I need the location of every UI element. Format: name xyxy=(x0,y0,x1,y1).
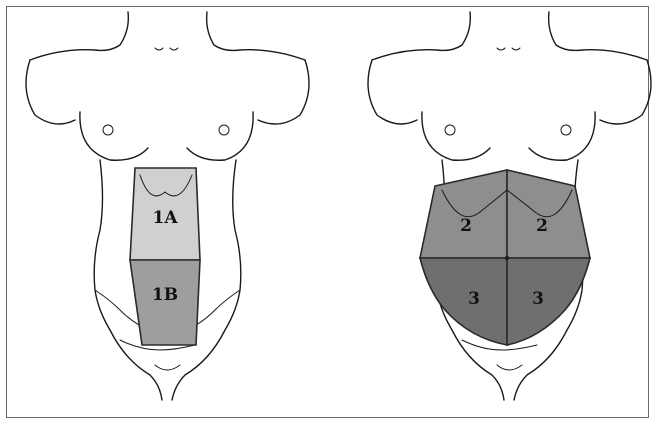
zone-2-left xyxy=(420,170,507,258)
zone-3-right-label: 3 xyxy=(532,289,544,309)
zone-3-right xyxy=(507,258,590,345)
zone-1b-label: 1B xyxy=(152,285,178,305)
zone-2-left-label: 2 xyxy=(460,216,472,236)
zone-2-right xyxy=(507,170,590,258)
zone-3-left-label: 3 xyxy=(468,289,480,309)
zone-3-left xyxy=(420,258,507,345)
zone-1-group: 1A 1B xyxy=(130,168,200,345)
zone-2-right-label: 2 xyxy=(536,216,548,236)
zone-1a-label: 1A xyxy=(152,208,178,228)
